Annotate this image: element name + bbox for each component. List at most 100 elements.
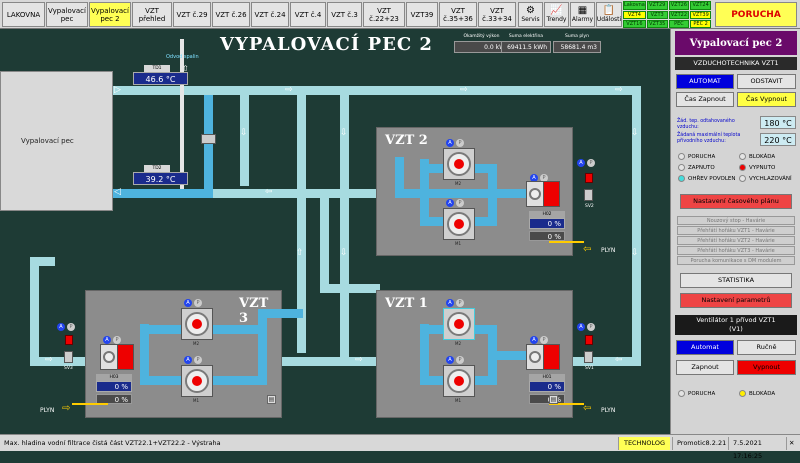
sum-gas-value: 58681.4 m3: [553, 41, 601, 53]
vzt2-fan-m1[interactable]: [443, 208, 475, 240]
vzt3-pipe-d: [258, 325, 267, 385]
vzt2-burner[interactable]: [526, 181, 560, 207]
odstavit-button[interactable]: ODSTAVIT: [737, 74, 796, 89]
vzt2-fan-m2[interactable]: [443, 148, 475, 180]
vzt3-fan-m1[interactable]: [181, 365, 213, 397]
status-cell-vzt22[interactable]: VZT22: [668, 10, 690, 19]
nav-vzt-26[interactable]: VZT č.26: [212, 2, 250, 27]
auto-indicator: A: [446, 139, 454, 147]
pipe-left-riser: [30, 257, 39, 366]
nav-vzt-24[interactable]: VZT č.24: [251, 2, 289, 27]
fan-rucne-button[interactable]: Ručně: [737, 340, 796, 355]
vzt3-h-feedback: 0 %: [96, 394, 132, 404]
td1-readout: TD1 46.6 °C: [133, 65, 188, 85]
fan-icon: [447, 212, 471, 236]
status-cell-vzt35[interactable]: VZT35: [646, 20, 668, 28]
fan-signal-blokada: BLOKÁDA: [739, 390, 775, 397]
exhaust-damper[interactable]: [201, 134, 216, 144]
flow-arrow-11: ⇨: [45, 355, 53, 365]
porucha-alarm-button[interactable]: PORUCHA: [715, 2, 797, 27]
nav-vzt-35-36[interactable]: VZT č.35+36: [439, 2, 477, 27]
vzt1-gas-line: [549, 403, 584, 405]
fan-vypnout-button[interactable]: Vypnout: [737, 360, 796, 375]
status-message[interactable]: Max. hladina vodní filtrace čistá část V…: [4, 439, 221, 447]
nav-vzt-prehled[interactable]: VZT přehled: [132, 2, 172, 27]
status-cell-vzt26[interactable]: VZT26: [668, 1, 690, 10]
vzt3-detail-toggle[interactable]: ▤: [267, 395, 276, 404]
alarm-grid-icon: ▦: [577, 4, 588, 16]
schedule-settings-button[interactable]: Nastavení časového plánu: [680, 194, 792, 209]
vzt2-pipe-a: [395, 157, 404, 193]
status-bar: Max. hladina vodní filtrace čistá část V…: [0, 434, 800, 460]
fan-zapnout-button[interactable]: Zapnout: [676, 360, 734, 375]
pipe-center-branch: [240, 91, 249, 186]
status-cell-vzt29[interactable]: VZT29: [646, 1, 668, 10]
vzt2-valve-indicator: [585, 173, 593, 183]
vzt2-gas-arrow: ⇦: [583, 244, 592, 255]
exhaust-arrow-up: ⇧: [182, 64, 189, 73]
vzt2-gas-line: [549, 241, 584, 243]
vzt2-h-readout: H02 0 % 0 %: [529, 211, 565, 241]
alarmy-button[interactable]: ▦Alarmy: [570, 2, 595, 27]
vzt3-damper[interactable]: [64, 351, 73, 363]
cas-zapnout-button[interactable]: Čas Zapnout: [676, 92, 734, 107]
vzt1-damper[interactable]: [584, 351, 593, 363]
status-cell-pec2[interactable]: PEC 2: [690, 20, 711, 28]
nav-vzt-39[interactable]: VZT39: [406, 2, 438, 27]
vzt3-gas-arrow: ⇨: [62, 403, 71, 414]
status-cell-vzt4[interactable]: VZT4: [623, 10, 646, 19]
status-cell-pec[interactable]: PEC: [668, 20, 690, 28]
flow-arrow-left: ▷: [114, 85, 121, 95]
signal-vypnuto: VYPNUTO: [739, 164, 775, 171]
status-cell-vzt16[interactable]: VZT16: [623, 20, 646, 28]
user-role-badge[interactable]: TECHNOLOG: [618, 437, 670, 450]
burner-icon: [103, 351, 115, 363]
nav-vypalovaci-pec-2[interactable]: Vypalovací pec 2: [89, 2, 131, 27]
status-cell-vzt24[interactable]: VZT24: [690, 1, 711, 10]
status-cell-vzt39[interactable]: VZT39: [690, 10, 711, 19]
pipe-top-return: [113, 86, 641, 95]
pipe-middle-riser: [340, 91, 349, 366]
setpoint2-label: Žádaná maximální teplota přívodního vzdu…: [677, 133, 741, 144]
trend-chart-icon: 📈: [550, 4, 563, 16]
status-cell-lakovna[interactable]: Lakovna: [623, 1, 646, 10]
parameters-button[interactable]: Nastavení parametrů: [680, 293, 792, 308]
vzt3-gas-line: [72, 403, 108, 405]
vzt2-h-value: 0 %: [529, 218, 565, 229]
setpoint1-value[interactable]: 180 °C: [760, 116, 796, 129]
version-label: Promotic8.2.21: [672, 437, 727, 450]
fan-icon: [185, 369, 209, 393]
nav-vzt-29[interactable]: VZT č.29: [173, 2, 211, 27]
nav-vzt-33-34[interactable]: VZT č.33+34: [478, 2, 516, 27]
status-cell-vzt3[interactable]: VZT3: [646, 10, 668, 19]
vzt3-fan-m2[interactable]: [181, 308, 213, 340]
vzt1-burner[interactable]: [526, 344, 560, 370]
servis-button[interactable]: ⚙Servis: [518, 2, 543, 27]
fan-automat-button[interactable]: Automat: [676, 340, 734, 355]
automat-button[interactable]: AUTOMAT: [676, 74, 734, 89]
close-icon[interactable]: ✕: [786, 437, 800, 450]
vzt2-h-feedback: 0 %: [529, 231, 565, 241]
vzt1-fan-m1[interactable]: [443, 365, 475, 397]
vzt3-burner[interactable]: [100, 344, 134, 370]
udalosti-button[interactable]: 📋Události: [596, 2, 622, 27]
nav-vypalovaci-pec[interactable]: Vypalovací pec: [46, 2, 88, 27]
setpoint2-value[interactable]: 220 °C: [760, 133, 796, 146]
vzt1-fan-m2-selected[interactable]: [443, 308, 475, 340]
vzt1-pipe-a: [420, 324, 429, 384]
statistika-button[interactable]: STATISTIKA: [680, 273, 792, 288]
vzt2-damper[interactable]: [584, 189, 593, 201]
nav-vzt-22-23[interactable]: VZT č.22+23: [363, 2, 405, 27]
furnace-block: Vypalovací pec: [0, 71, 113, 211]
flow-arrow-6: ⇩: [240, 128, 248, 138]
pipe-link-vertical: [320, 189, 329, 293]
vzt1-detail-toggle[interactable]: ▤: [549, 395, 558, 404]
nav-vzt-3[interactable]: VZT č.3: [327, 2, 362, 27]
td2-readout: TD2 39.2 °C: [133, 165, 188, 185]
cas-vypnout-button[interactable]: Čas Vypnout: [737, 92, 796, 107]
nav-lakovna[interactable]: LAKOVNA: [2, 2, 45, 27]
trendy-button[interactable]: 📈Trendy: [544, 2, 569, 27]
nav-vzt-4[interactable]: VZT č.4: [290, 2, 326, 27]
